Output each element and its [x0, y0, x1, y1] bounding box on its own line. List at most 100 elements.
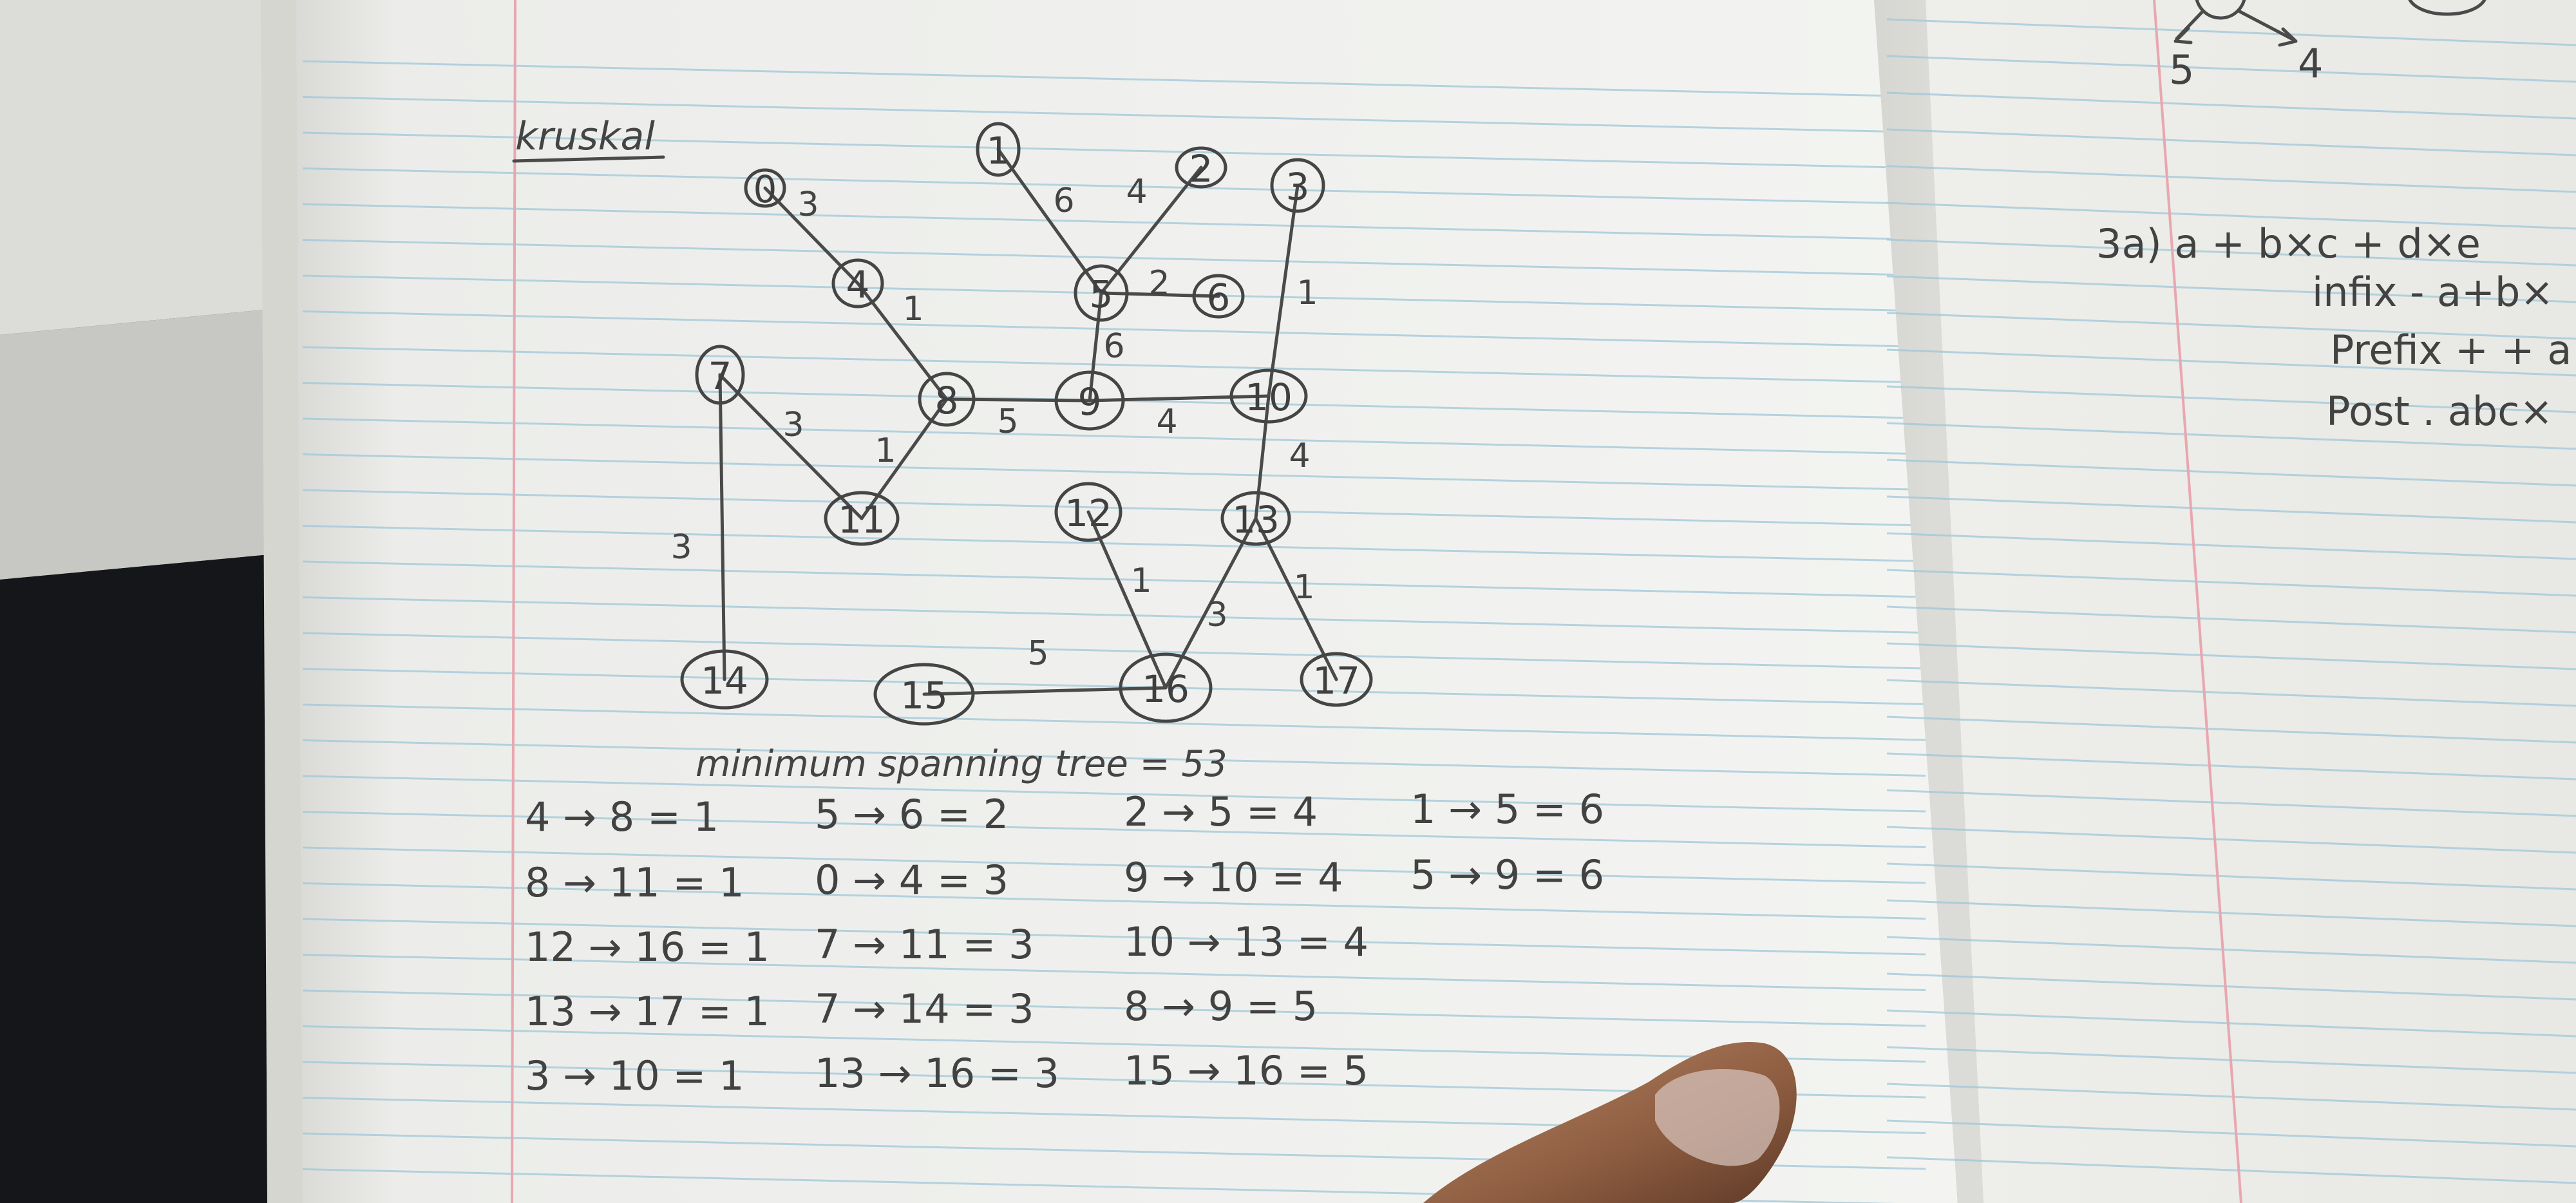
edge-weight-label: 5	[997, 403, 1018, 441]
edge-13-16: 3	[1164, 516, 1258, 690]
problem-3a-line: 3a) a + b×c + d×e	[2096, 220, 2481, 267]
edge-weight-label: 3	[1206, 596, 1227, 634]
node-label: 17	[1312, 659, 1360, 703]
node-7: 7	[695, 345, 745, 405]
edge-9-10: 4	[1088, 394, 1271, 441]
node-label: 4	[846, 263, 870, 307]
node-circle	[1220, 491, 1291, 546]
node-label: 14	[701, 659, 748, 703]
edge-list-item: 0 → 4 = 3	[815, 857, 1009, 904]
postfix-line: Post . abc×	[2326, 388, 2553, 435]
edge-weight-label: 6	[1103, 327, 1124, 366]
node-label: 15	[900, 674, 948, 717]
node-label: 16	[1142, 667, 1189, 711]
edge-weight-label: 2	[1148, 264, 1170, 303]
heading-underline	[512, 155, 665, 163]
edge-weight-label: 5	[1027, 634, 1048, 673]
node-circle	[1054, 482, 1122, 542]
node-6: 6	[1192, 274, 1245, 319]
edge-weight-label: 1	[875, 431, 896, 470]
node-0: 0	[744, 167, 786, 211]
node-9: 9	[1054, 370, 1125, 431]
edge-15-16: 5	[922, 634, 1168, 696]
edge-line	[1164, 516, 1258, 690]
edge-list-item: 3 → 10 = 1	[525, 1052, 744, 1099]
node-circle	[1270, 158, 1325, 213]
edge-8-11: 1	[860, 397, 949, 520]
edge-13-17: 1	[1254, 516, 1338, 681]
node-11: 11	[824, 491, 900, 546]
edge-weight-label: 6	[1053, 182, 1074, 220]
node-label: 2	[1189, 147, 1213, 191]
node-circle	[873, 663, 975, 726]
edge-0-4: 3	[763, 185, 860, 285]
node-16: 16	[1119, 652, 1213, 723]
node-label: 10	[1245, 375, 1293, 419]
edge-list-item: 5 → 6 = 2	[815, 791, 1009, 838]
edge-weight-label: 3	[797, 185, 819, 224]
edge-line	[1254, 516, 1338, 681]
edge-weight-label: 1	[902, 290, 923, 328]
node-label: 11	[838, 498, 886, 542]
node-circle	[831, 258, 884, 308]
node-label: 7	[708, 354, 732, 398]
background-dark-surface	[0, 554, 277, 1203]
edge-7-11: 3	[718, 373, 864, 520]
node-circle	[1300, 652, 1373, 707]
edge-list-item: 1 → 5 = 6	[1410, 786, 1604, 833]
node-2: 2	[1175, 146, 1227, 191]
edge-list-item: 13 → 17 = 1	[525, 988, 770, 1035]
background-box-top	[0, 0, 270, 335]
node-10: 10	[1229, 368, 1308, 424]
edge-line	[922, 686, 1168, 696]
edge-list-item: 13 → 16 = 3	[815, 1050, 1059, 1097]
tree-fragment-arrows	[2174, 10, 2298, 47]
node-label: 3	[1286, 165, 1310, 209]
tree-fragment-label-left: 5	[2169, 46, 2194, 93]
edge-5-6: 2	[1099, 264, 1220, 303]
edge-5-9: 6	[1088, 291, 1125, 403]
edge-10-13: 4	[1254, 394, 1311, 520]
node-circle	[1192, 274, 1245, 319]
edge-weight-label: 1	[1296, 274, 1318, 312]
edge-line	[860, 397, 949, 520]
right-page	[1874, 0, 2576, 1203]
node-8: 8	[918, 372, 976, 427]
node-circle	[680, 649, 769, 710]
edge-list-item: 10 → 13 = 4	[1124, 918, 1368, 965]
node-circle	[1229, 368, 1308, 424]
edge-line	[1088, 291, 1103, 403]
node-circle	[1119, 652, 1213, 723]
edge-weight-label: 1	[1293, 568, 1314, 607]
node-circle	[1054, 370, 1125, 431]
node-circle	[976, 122, 1021, 177]
edge-weight-label: 4	[1289, 437, 1310, 475]
edge-weight-label: 4	[1126, 173, 1147, 211]
node-label: 0	[753, 167, 777, 211]
edge-list-item: 8 → 11 = 1	[525, 859, 744, 906]
left-margin-line	[511, 0, 516, 1203]
right-page-rule-lines	[1886, 18, 2576, 1184]
node-circle	[918, 372, 976, 427]
node-label: 5	[1090, 272, 1113, 316]
edge-line	[1254, 394, 1271, 520]
node-label: 8	[935, 379, 959, 422]
edge-line	[763, 186, 860, 285]
node-circle	[695, 345, 745, 405]
edge-list-item: 7 → 14 = 3	[815, 985, 1034, 1032]
right-margin-line	[2153, 0, 2242, 1203]
edge-weight-label: 3	[782, 406, 804, 444]
edge-list-item: 9 → 10 = 4	[1124, 854, 1343, 901]
edge-weight-label: 4	[1156, 403, 1177, 441]
node-1: 1	[976, 122, 1021, 177]
edge-line	[945, 397, 1092, 403]
node-label: 6	[1207, 276, 1231, 319]
node-12: 12	[1054, 482, 1122, 542]
page-heading: kruskal	[515, 114, 655, 159]
node-label: 13	[1232, 498, 1280, 542]
node-circle	[744, 168, 786, 208]
prefix-line: Prefix + + a	[2330, 327, 2571, 374]
edge-list-item: 12 → 16 = 1	[525, 924, 770, 971]
